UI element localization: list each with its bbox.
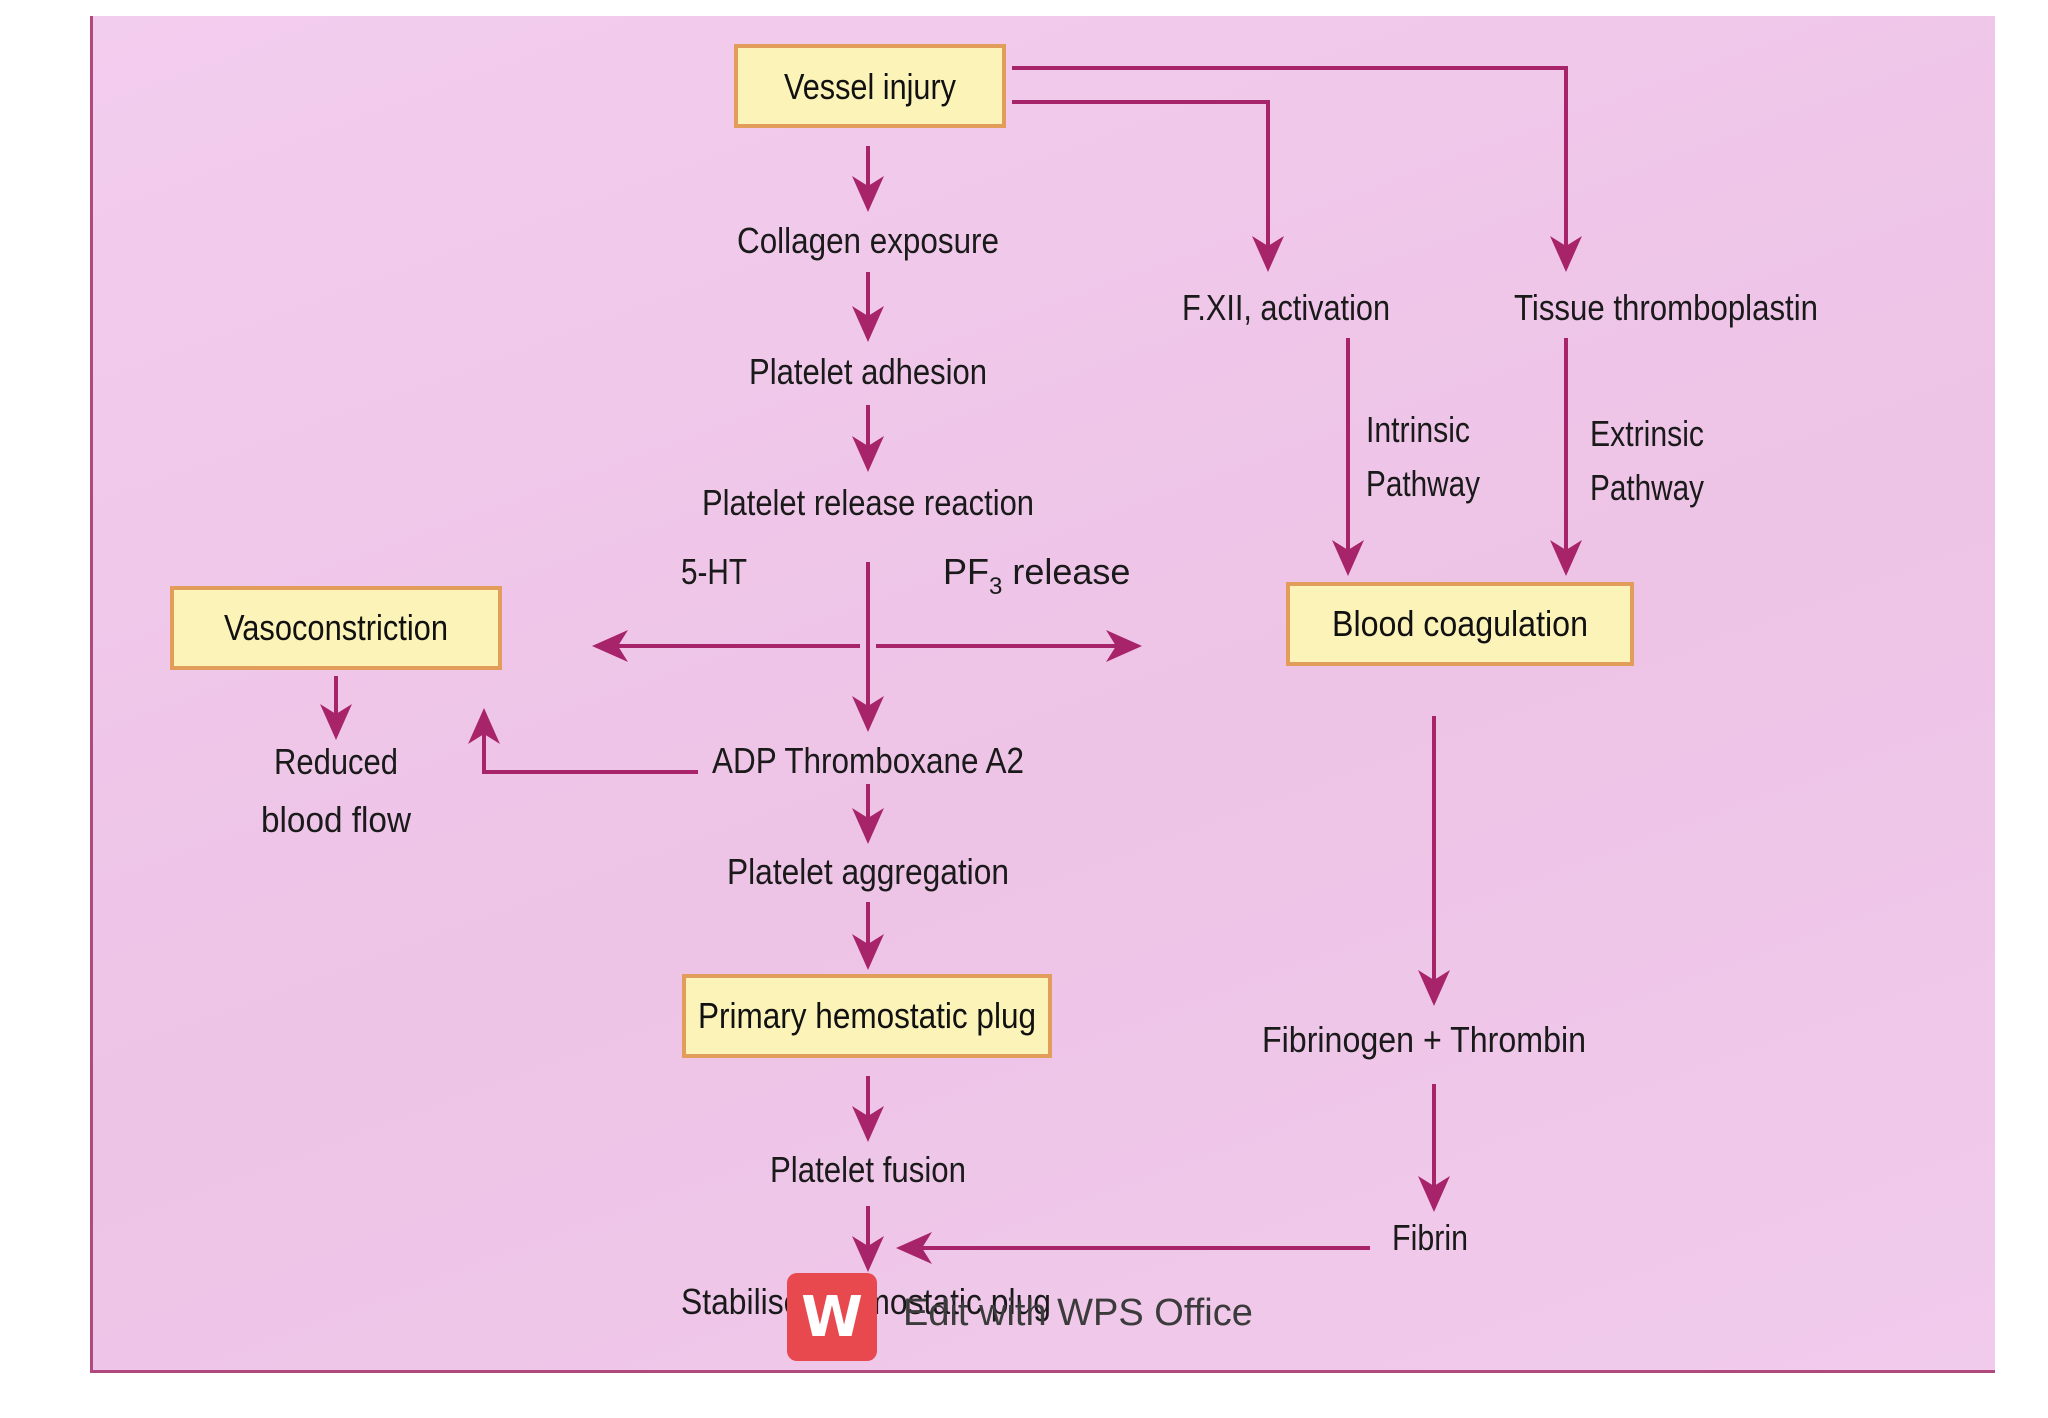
node-platelet-adhesion: Platelet adhesion: [749, 351, 987, 392]
node-intrinsic-line2: Pathway: [1366, 463, 1480, 504]
edges: [320, 66, 1582, 1272]
edge-vessel-to-tissue: [1012, 66, 1582, 272]
wps-logo-icon[interactable]: W: [787, 1273, 877, 1361]
node-tissue-thromboplastin: Tissue thromboplastin: [1514, 287, 1818, 328]
node-pf3-release: PF3 release: [943, 551, 1130, 600]
pf3-subscript: 3: [989, 573, 1002, 600]
edge-adp-to-vasoconstriction: [468, 708, 698, 774]
pf3-suffix: release: [1002, 551, 1130, 592]
node-adp-thromboxane: ADP Thromboxane A2: [712, 740, 1024, 781]
node-fxii-activation: F.XII, activation: [1182, 287, 1390, 328]
node-reduced-line1: Reduced: [274, 741, 398, 782]
wps-watermark-text[interactable]: Edit with WPS Office: [903, 1292, 1253, 1334]
node-primary-hemostatic-plug: Primary hemostatic plug: [698, 995, 1036, 1036]
pf3-prefix: PF: [943, 551, 989, 592]
node-intrinsic-line1: Intrinsic: [1366, 409, 1470, 450]
diagram-panel: [90, 16, 1995, 1373]
box-vessel-injury: [734, 44, 1006, 128]
node-collagen-exposure: Collagen exposure: [737, 220, 999, 261]
node-blood-coagulation: Blood coagulation: [1332, 603, 1588, 644]
node-fibrin: Fibrin: [1392, 1217, 1468, 1258]
node-reduced-line2: blood flow: [261, 799, 412, 840]
node-fibrinogen-thrombin: Fibrinogen + Thrombin: [1262, 1019, 1586, 1060]
box-primary-hemostatic-plug: [682, 974, 1052, 1058]
edge-vessel-to-fxii: [1012, 100, 1284, 272]
node-5ht: 5-HT: [681, 551, 747, 592]
box-blood-coagulation: [1286, 582, 1634, 666]
node-platelet-fusion: Platelet fusion: [770, 1149, 966, 1190]
node-extrinsic-line1: Extrinsic: [1590, 413, 1704, 454]
box-vasoconstriction: [170, 586, 502, 670]
node-platelet-release-reaction: Platelet release reaction: [702, 482, 1034, 523]
node-extrinsic-line2: Pathway: [1590, 467, 1704, 508]
node-platelet-aggregation: Platelet aggregation: [727, 851, 1009, 892]
node-vessel-injury: Vessel injury: [784, 66, 956, 107]
node-vasoconstriction: Vasoconstriction: [224, 607, 448, 648]
